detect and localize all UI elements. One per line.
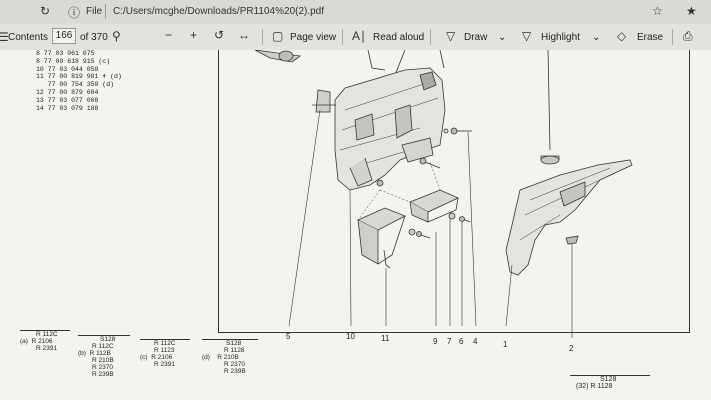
- ref-code: R 2391: [36, 345, 57, 352]
- callout-label: 6: [459, 337, 464, 346]
- footnote-d: S128 R 1128 (d) R 210B R 2370 R 239B: [202, 339, 258, 375]
- contents-button[interactable]: Contents: [8, 32, 49, 43]
- ref-code: R 1128: [224, 347, 245, 354]
- ref-code: R 2106: [151, 354, 173, 361]
- url-text[interactable]: C:/Users/mcghe/Downloads/PR1104%20(2).pd…: [113, 6, 325, 17]
- ref-code: R 210B: [92, 357, 114, 364]
- divider: [672, 29, 673, 45]
- divider: [262, 29, 263, 45]
- ref-marker: (c): [140, 354, 148, 361]
- fit-page-icon[interactable]: ↔: [238, 28, 250, 42]
- list-item: 14 77 03 079 188: [36, 104, 99, 112]
- address-bar: ↻ ⓘ File C:/Users/mcghe/Downloads/PR1104…: [0, 0, 711, 24]
- callout-label: 11: [381, 334, 390, 343]
- parts-list: 8 77 03 061 075 8 77 00 618 915 (c) 10 7…: [36, 50, 122, 112]
- callout-label: 2: [569, 344, 574, 353]
- chevron-down-icon[interactable]: ⌄: [592, 32, 601, 43]
- ref-marker: (b): [78, 350, 86, 357]
- footnote-b: S128 R 112C (b) R 112B R 210B R 2370 R 2…: [78, 335, 130, 378]
- draw-button[interactable]: Draw: [464, 32, 488, 43]
- callout-label: 5: [286, 332, 291, 341]
- ref-head: S128: [226, 340, 242, 347]
- ref-code: R 112B: [89, 350, 111, 357]
- divider: [78, 335, 130, 336]
- ref-head: S128: [100, 336, 116, 343]
- pdf-page: 8 77 03 061 075 8 77 00 618 915 (c) 10 7…: [0, 50, 711, 400]
- ref-code: R 1123: [154, 347, 175, 354]
- rotate-icon[interactable]: ↺: [214, 28, 225, 42]
- list-item: 8 77 03 061 075: [36, 50, 95, 57]
- footnote-c: R 112C R 1123 (c) R 2106 R 2391: [140, 339, 190, 368]
- draw-icon: ▽: [446, 29, 456, 43]
- ref-row: (a) R 2106: [20, 338, 70, 345]
- footnote-e: S128 (32) R 1128: [570, 375, 650, 390]
- ref-code: R 2106: [31, 338, 53, 345]
- divider: [20, 330, 70, 331]
- page-view-button[interactable]: Page view: [290, 32, 337, 43]
- divider: [430, 29, 431, 45]
- search-icon[interactable]: ⚲: [112, 29, 121, 43]
- file-label: File: [86, 6, 103, 17]
- print-icon[interactable]: ⎙: [683, 29, 693, 43]
- list-item: 12 77 00 879 604: [36, 88, 99, 96]
- callout-label: 10: [346, 332, 355, 341]
- zoom-out-icon[interactable]: −: [165, 28, 173, 42]
- eraser-icon: ◇: [617, 29, 627, 43]
- ref-code: R 239B: [224, 368, 246, 375]
- ref-code: R 2370: [92, 364, 113, 371]
- ref-code: R 2370: [224, 361, 245, 368]
- ref-code: R 2391: [154, 361, 175, 368]
- divider: [202, 339, 258, 340]
- ref-row: (b) R 112B: [78, 350, 130, 357]
- contents-icon: ☰: [0, 30, 9, 44]
- ref-code: R 112C: [154, 340, 176, 347]
- erase-button[interactable]: Erase: [637, 32, 664, 43]
- list-item: 13 77 03 077 008: [36, 96, 99, 104]
- callout-label: 7: [447, 337, 452, 346]
- ref-marker: (d): [202, 354, 210, 361]
- callout-label: 9: [433, 337, 438, 346]
- highlight-button[interactable]: Highlight: [541, 32, 580, 43]
- list-item: 8 77 00 618 915 (c): [36, 57, 111, 65]
- highlight-icon: ▽: [522, 29, 532, 43]
- pdf-toolbar: ☰ Contents 166 of 370 ⚲ − + ↺ ↔ ▢ Page v…: [0, 24, 711, 51]
- diagram-frame: [218, 50, 690, 333]
- page-total: of 370: [80, 32, 108, 43]
- ref-code: (32) R 1128: [576, 383, 613, 390]
- footnote-a: R 112C (a) R 2106 R 2391: [20, 330, 70, 352]
- favorite-add-icon[interactable]: ☆: [652, 4, 663, 18]
- ref-code: R 210B: [217, 354, 239, 361]
- ref-row: (c) R 2106: [140, 354, 190, 361]
- page-number-input[interactable]: 166: [52, 28, 76, 44]
- refresh-icon[interactable]: ↻: [40, 4, 51, 18]
- ref-row: (d) R 210B: [202, 354, 258, 361]
- list-item: 77 00 754 350 (d): [36, 81, 115, 89]
- divider: [570, 375, 650, 376]
- ref-head: S128: [600, 376, 617, 383]
- callout-label: 4: [473, 337, 478, 346]
- zoom-in-icon[interactable]: +: [190, 28, 198, 42]
- list-item: 11 77 00 819 901 ✝ (d): [36, 73, 122, 81]
- exploded-parts-diagram: [254, 50, 633, 338]
- read-aloud-button[interactable]: Read aloud: [373, 32, 425, 43]
- divider: [105, 4, 106, 18]
- favorites-icon[interactable]: ★: [686, 4, 697, 18]
- divider: [342, 29, 343, 45]
- read-aloud-icon: A∣: [352, 29, 367, 43]
- ref-marker: (a): [20, 338, 28, 345]
- ref-code: R 112C: [92, 343, 114, 350]
- ref-code: R 239B: [92, 371, 114, 378]
- chevron-down-icon[interactable]: ⌄: [498, 32, 507, 43]
- info-icon[interactable]: ⓘ: [68, 6, 81, 20]
- ref-code: R 112C: [36, 331, 58, 338]
- divider: [140, 339, 190, 340]
- callout-label: 1: [503, 340, 508, 349]
- list-item: 10 77 03 044 058: [36, 65, 99, 73]
- page-view-icon: ▢: [272, 29, 284, 43]
